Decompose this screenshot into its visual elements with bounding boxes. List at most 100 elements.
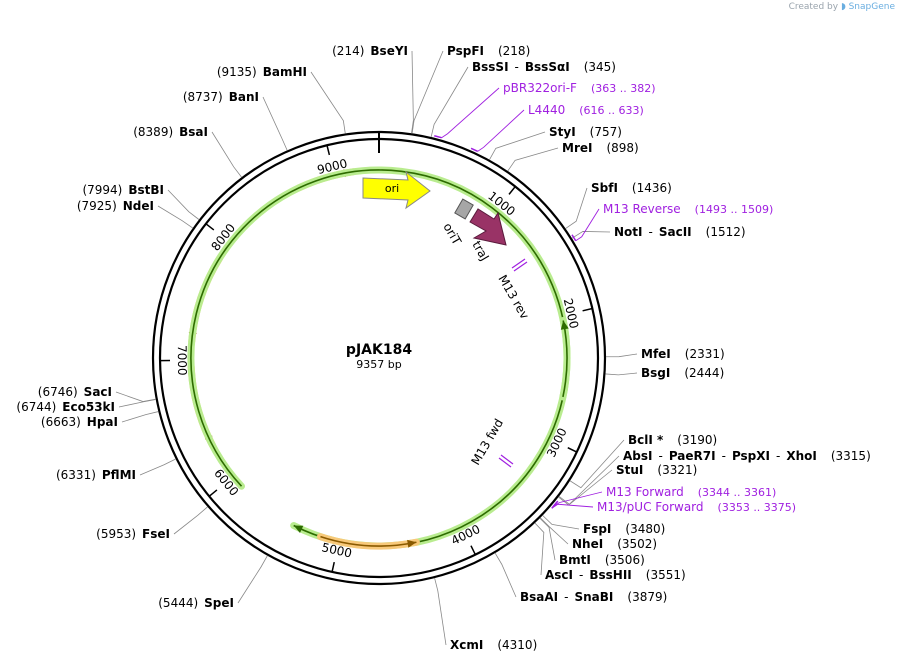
primer-label[interactable]: M13 Forward(3344 .. 3361) <box>606 485 776 499</box>
site-leader-line <box>115 391 156 402</box>
primer-mark[interactable] <box>434 135 442 139</box>
site-position: (4310) <box>497 638 537 652</box>
primer-label[interactable]: M13 Reverse(1493 .. 1509) <box>603 202 773 216</box>
site-position: (8389) <box>133 125 173 139</box>
restriction-site-label[interactable]: XcmI(4310) <box>450 638 537 652</box>
restriction-site-label[interactable]: (8737)BanI <box>183 90 259 104</box>
site-leader-line <box>539 517 556 561</box>
restriction-site-label[interactable]: SbfI(1436) <box>591 181 672 195</box>
orf-arc[interactable] <box>320 535 417 547</box>
primer-mark[interactable] <box>571 234 577 242</box>
snapgene-logo-icon: ◗ <box>840 2 846 12</box>
enzyme-name: PspFI <box>447 44 484 58</box>
restriction-site-label[interactable]: StuI(3321) <box>616 463 697 477</box>
m13-rev-inner-primer[interactable] <box>511 258 526 269</box>
restriction-site-label[interactable]: (5953)FseI <box>96 527 170 541</box>
restriction-site-label[interactable]: NheI(3502) <box>572 537 657 551</box>
orf-arc[interactable] <box>190 169 568 547</box>
orf-arrowhead <box>407 539 417 548</box>
site-position: (3879) <box>627 590 667 604</box>
restriction-site-label[interactable]: (5444)SpeI <box>158 596 234 610</box>
restriction-site-label[interactable]: (7994)BstBI <box>82 183 164 197</box>
primer-leader-line <box>477 109 525 152</box>
site-leader-line <box>571 231 611 239</box>
enzyme-name: BanI <box>229 90 259 104</box>
site-leader-line <box>605 372 638 376</box>
enzyme-name: SacI <box>84 385 112 399</box>
site-leader-line <box>434 577 447 646</box>
restriction-site-label[interactable]: FspI(3480) <box>583 522 665 536</box>
site-position: (214) <box>332 44 364 58</box>
m13-rev-inner-primer-mark <box>513 261 528 272</box>
enzyme-name: BssSαI <box>525 60 570 74</box>
snapgene-watermark: Created by ◗ SnapGene <box>789 2 895 12</box>
restriction-site-label[interactable]: BsaAI-SnaBI(3879) <box>520 590 667 604</box>
restriction-site-label[interactable]: (6331)PflMI <box>56 468 136 482</box>
primer-label[interactable]: pBR322ori-F(363 .. 382) <box>503 81 656 95</box>
restriction-site-label[interactable]: BmtI(3506) <box>559 553 645 567</box>
site-leader-line <box>310 71 346 134</box>
enzyme-name: BmtI <box>559 553 591 567</box>
restriction-site-label[interactable]: (6744)Eco53kI <box>16 400 115 414</box>
traj-feature-arrow[interactable] <box>469 208 507 246</box>
enzyme-name: PaeR7I <box>669 449 716 463</box>
site-leader-line <box>534 522 545 576</box>
site-leader-line <box>121 411 159 423</box>
enzyme-name: XhoI <box>786 449 817 463</box>
tick-mark <box>208 489 218 497</box>
site-position: (7994) <box>82 183 122 197</box>
restriction-site-label[interactable]: (9135)BamHI <box>217 65 307 79</box>
primer-mark[interactable] <box>470 147 478 153</box>
enzyme-name: MreI <box>562 141 592 155</box>
plasmid-length: 9357 bp <box>356 358 401 371</box>
site-leader-line <box>173 506 208 535</box>
site-position: (6331) <box>56 468 96 482</box>
restriction-site-label[interactable]: PspFI(218) <box>447 44 530 58</box>
restriction-site-label[interactable]: (8389) BsaI <box>133 125 208 139</box>
primer-range: (3353 .. 3375) <box>718 501 797 514</box>
restriction-site-label[interactable]: (214)BseYI <box>332 44 408 58</box>
site-position: (5953) <box>96 527 136 541</box>
site-leader-line <box>411 50 444 134</box>
restriction-site-label[interactable]: MfeI(2331) <box>641 347 725 361</box>
restriction-site-label[interactable]: BsgI(2444) <box>641 366 724 380</box>
site-position: (1512) <box>706 225 746 239</box>
enzyme-name: PspXI <box>732 449 770 463</box>
restriction-site-label[interactable]: MreI(898) <box>562 141 639 155</box>
orf-arcs <box>187 166 571 550</box>
m13-rev-inner-label: M13 rev <box>495 273 531 322</box>
site-leader-line <box>430 66 469 138</box>
primer-label[interactable]: M13/pUC Forward(3353 .. 3375) <box>597 500 796 514</box>
restriction-site-label[interactable]: (6746)SacI <box>38 385 112 399</box>
primer-range: (616 .. 633) <box>579 104 644 117</box>
site-separator: - <box>579 568 583 582</box>
restriction-site-label[interactable]: NotI-SacII(1512) <box>614 225 746 239</box>
restriction-site-label[interactable]: (7925)NdeI <box>77 199 154 213</box>
enzyme-name: BsaI <box>179 125 208 139</box>
restriction-site-label[interactable]: StyI(757) <box>549 125 622 139</box>
enzyme-name: AscI <box>545 568 573 582</box>
enzyme-name: BsaAI <box>520 590 558 604</box>
site-leader-line <box>237 555 268 604</box>
restriction-site-label[interactable]: BssSI-BssSαI(345) <box>472 60 616 74</box>
primer-label[interactable]: L4440(616 .. 633) <box>528 103 644 117</box>
ori-feature-arrow[interactable] <box>362 170 431 210</box>
restriction-sites: (214)BseYI PspFI(218) BssSI-BssSαI(345) Sty… <box>16 44 870 652</box>
watermark-prefix: Created by <box>788 2 839 12</box>
restriction-site-label[interactable]: AbsI-PaeR7I-PspXI-XhoI(3315) <box>623 449 871 463</box>
enzyme-name: SacII <box>659 225 692 239</box>
tick-mark <box>567 447 578 453</box>
site-separator: - <box>776 449 780 463</box>
primer-annotations: pBR322ori-F(363 .. 382) L4440(616 .. 633)… <box>434 81 796 514</box>
restriction-site-label[interactable]: (6663)HpaI <box>41 415 118 429</box>
restriction-site-label[interactable]: AscI-BssHII(3551) <box>545 568 686 582</box>
m13-fwd-inner-label: M13 fwd <box>468 416 506 467</box>
primer-leader-line <box>441 87 500 139</box>
site-leader-line <box>139 458 176 476</box>
restriction-site-label[interactable]: BclI *(3190) <box>628 433 717 447</box>
m13-fwd-inner-primer[interactable] <box>500 454 514 465</box>
site-leader-line <box>539 517 569 545</box>
orit-feature-box[interactable] <box>454 198 474 220</box>
plasmid-center-label: pJAK184 9357 bp <box>346 342 412 371</box>
enzyme-name: StyI <box>549 125 576 139</box>
